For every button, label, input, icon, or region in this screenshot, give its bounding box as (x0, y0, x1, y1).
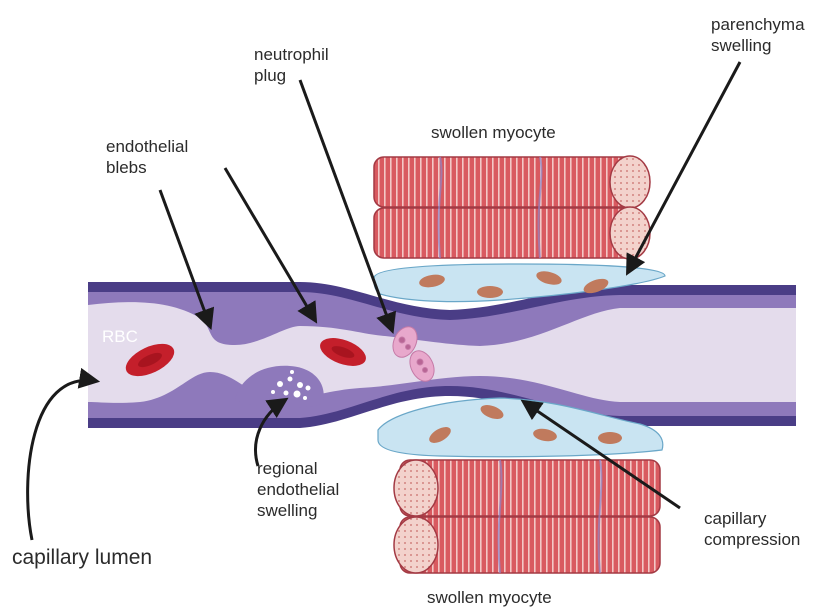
label-capillary-lumen: capillary lumen (12, 545, 152, 570)
myocyte-bottom-fibers (394, 460, 660, 573)
label-swollen-myocyte-bottom: swollen myocyte (427, 587, 552, 608)
label-capillary-compression: capillary compression (704, 508, 800, 550)
label-regional-endothelial-swelling: regional endothelial swelling (257, 458, 339, 521)
arrow-lumen (28, 380, 96, 540)
label-rbc: RBC (102, 326, 138, 347)
myocyte-top-fibers (374, 156, 650, 259)
label-endothelial-blebs: endothelial blebs (106, 136, 188, 178)
label-neutrophil-plug: neutrophil plug (254, 44, 329, 86)
label-swollen-myocyte-top: swollen myocyte (431, 122, 556, 143)
label-parenchyma-swelling: parenchyma swelling (711, 14, 805, 56)
